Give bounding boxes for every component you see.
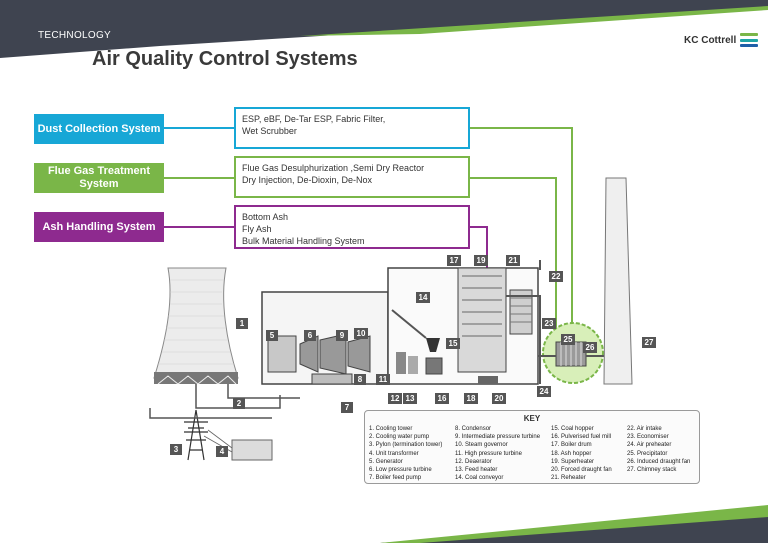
key-item: 21. Reheater bbox=[551, 475, 586, 482]
key-item: 17. Boiler drum bbox=[551, 442, 592, 449]
svg-text:27: 27 bbox=[645, 338, 654, 347]
svg-text:16: 16 bbox=[438, 394, 447, 403]
svg-text:26: 26 bbox=[586, 343, 595, 352]
key-item: 25. Precipitator bbox=[627, 450, 668, 457]
boiler-building bbox=[387, 260, 541, 385]
key-item: 13. Feed heater bbox=[455, 467, 498, 474]
turbine-hall bbox=[261, 291, 389, 385]
key-item: 8. Condensor bbox=[455, 426, 492, 432]
ash-handling-label: Ash Handling System bbox=[34, 212, 164, 242]
key-item: 6. Low pressure turbine bbox=[369, 467, 432, 474]
dust-collection-line-1: ESP, eBF, De-Tar ESP, Fabric Filter, bbox=[242, 114, 386, 124]
header-band bbox=[0, 0, 768, 58]
svg-text:1: 1 bbox=[240, 319, 245, 328]
svg-text:20: 20 bbox=[495, 394, 504, 403]
section-label: TECHNOLOGY bbox=[38, 30, 112, 41]
key-item: 23. Economiser bbox=[627, 434, 669, 441]
cooling-tower bbox=[153, 267, 239, 385]
svg-text:10: 10 bbox=[357, 329, 366, 338]
key-item: 3. Pylon (termination tower) bbox=[369, 442, 443, 449]
svg-text:5: 5 bbox=[270, 331, 275, 340]
key-column-3: 15. Coal hopper 16. Pulverised fuel mill… bbox=[551, 425, 612, 482]
key-item: 14. Coal conveyor bbox=[455, 475, 504, 482]
svg-text:17: 17 bbox=[450, 256, 459, 265]
dust-collection-label: Dust Collection System bbox=[34, 114, 164, 144]
key-item: 10. Steam governor bbox=[455, 442, 508, 449]
key-item: 5. Generator bbox=[369, 458, 403, 465]
key-item: 4. Unit transformer bbox=[369, 450, 419, 457]
flue-gas-treatment-box: Flue Gas Desulphurization ,Semi Dry Reac… bbox=[234, 156, 470, 198]
ash-handling-box: Bottom Ash Fly Ash Bulk Material Handlin… bbox=[234, 205, 470, 249]
svg-text:23: 23 bbox=[545, 319, 554, 328]
flue-gas-treatment-label: Flue Gas Treatment System bbox=[34, 163, 164, 193]
svg-text:15: 15 bbox=[449, 339, 458, 348]
svg-text:3: 3 bbox=[174, 445, 179, 454]
company-logo: KC Cottrell bbox=[684, 31, 759, 49]
ash-handling-line-2: Fly Ash bbox=[242, 224, 272, 234]
key-item: 27. Chimney stack bbox=[627, 467, 677, 474]
logo-text: KC Cottrell bbox=[684, 34, 737, 46]
key-item: 26. Induced draught fan bbox=[627, 458, 691, 465]
key-item: 2. Cooling water pump bbox=[369, 434, 430, 441]
svg-text:22: 22 bbox=[552, 272, 561, 281]
svg-text:14: 14 bbox=[419, 293, 428, 302]
svg-text:21: 21 bbox=[509, 256, 518, 265]
svg-text:2: 2 bbox=[237, 399, 242, 408]
svg-text:24: 24 bbox=[540, 387, 549, 396]
key-item: 19. Superheater bbox=[551, 458, 595, 465]
precipitator bbox=[555, 341, 587, 367]
key-title: KEY bbox=[523, 414, 541, 423]
key-column-2: 8. Condensor 9. Intermediate pressure tu… bbox=[455, 425, 540, 482]
svg-text:6: 6 bbox=[308, 331, 313, 340]
diagram-key: KEY 1. Cooling tower 2. Cooling water pu… bbox=[364, 410, 700, 484]
flue-gas-line-2: Dry Injection, De-Dioxin, De-Nox bbox=[242, 175, 373, 185]
svg-text:12: 12 bbox=[391, 394, 400, 403]
flue-gas-line-1: Flue Gas Desulphurization ,Semi Dry Reac… bbox=[242, 163, 425, 173]
svg-text:8: 8 bbox=[358, 375, 363, 384]
key-item: 1. Cooling tower bbox=[369, 426, 413, 432]
svg-text:19: 19 bbox=[477, 256, 486, 265]
component-markers: 1 2 3 4 5 6 7 8 9 10 11 12 13 14 15 16 1… bbox=[170, 255, 656, 457]
key-column-1: 1. Cooling tower 2. Cooling water pump 3… bbox=[369, 425, 442, 482]
key-item: 9. Intermediate pressure turbine bbox=[455, 434, 541, 441]
svg-text:4: 4 bbox=[220, 447, 225, 456]
key-item: 22. Air intake bbox=[627, 426, 662, 432]
key-item: 15. Coal hopper bbox=[551, 426, 594, 432]
chimney-stack bbox=[603, 177, 633, 385]
key-column-4: 22. Air intake 23. Economiser 24. Air pr… bbox=[627, 425, 690, 474]
pylon bbox=[184, 409, 208, 461]
dust-collection-box: ESP, eBF, De-Tar ESP, Fabric Filter, Wet… bbox=[234, 107, 470, 149]
key-item: 12. Deaerator bbox=[455, 458, 492, 465]
unit-transformer bbox=[231, 439, 273, 461]
key-item: 20. Forced draught fan bbox=[551, 467, 612, 474]
key-item: 24. Air preheater bbox=[627, 442, 672, 449]
svg-text:18: 18 bbox=[467, 394, 476, 403]
page-title: Air Quality Control Systems bbox=[92, 48, 358, 70]
svg-text:9: 9 bbox=[340, 331, 345, 340]
dust-collection-line-2: Wet Scrubber bbox=[242, 126, 297, 136]
key-item: 16. Pulverised fuel mill bbox=[551, 434, 612, 441]
key-item: 18. Ash hopper bbox=[551, 450, 592, 457]
svg-text:11: 11 bbox=[379, 375, 388, 384]
logo-mark-icon bbox=[740, 33, 759, 47]
svg-text:25: 25 bbox=[564, 335, 573, 344]
footer-band bbox=[380, 505, 768, 543]
ash-handling-line-3: Bulk Material Handling System bbox=[242, 236, 365, 246]
ash-handling-line-1: Bottom Ash bbox=[242, 212, 289, 222]
svg-text:7: 7 bbox=[345, 403, 350, 412]
key-item: 11. High pressure turbine bbox=[455, 450, 522, 457]
svg-text:13: 13 bbox=[406, 394, 415, 403]
key-item: 7. Boiler feed pump bbox=[369, 475, 422, 482]
